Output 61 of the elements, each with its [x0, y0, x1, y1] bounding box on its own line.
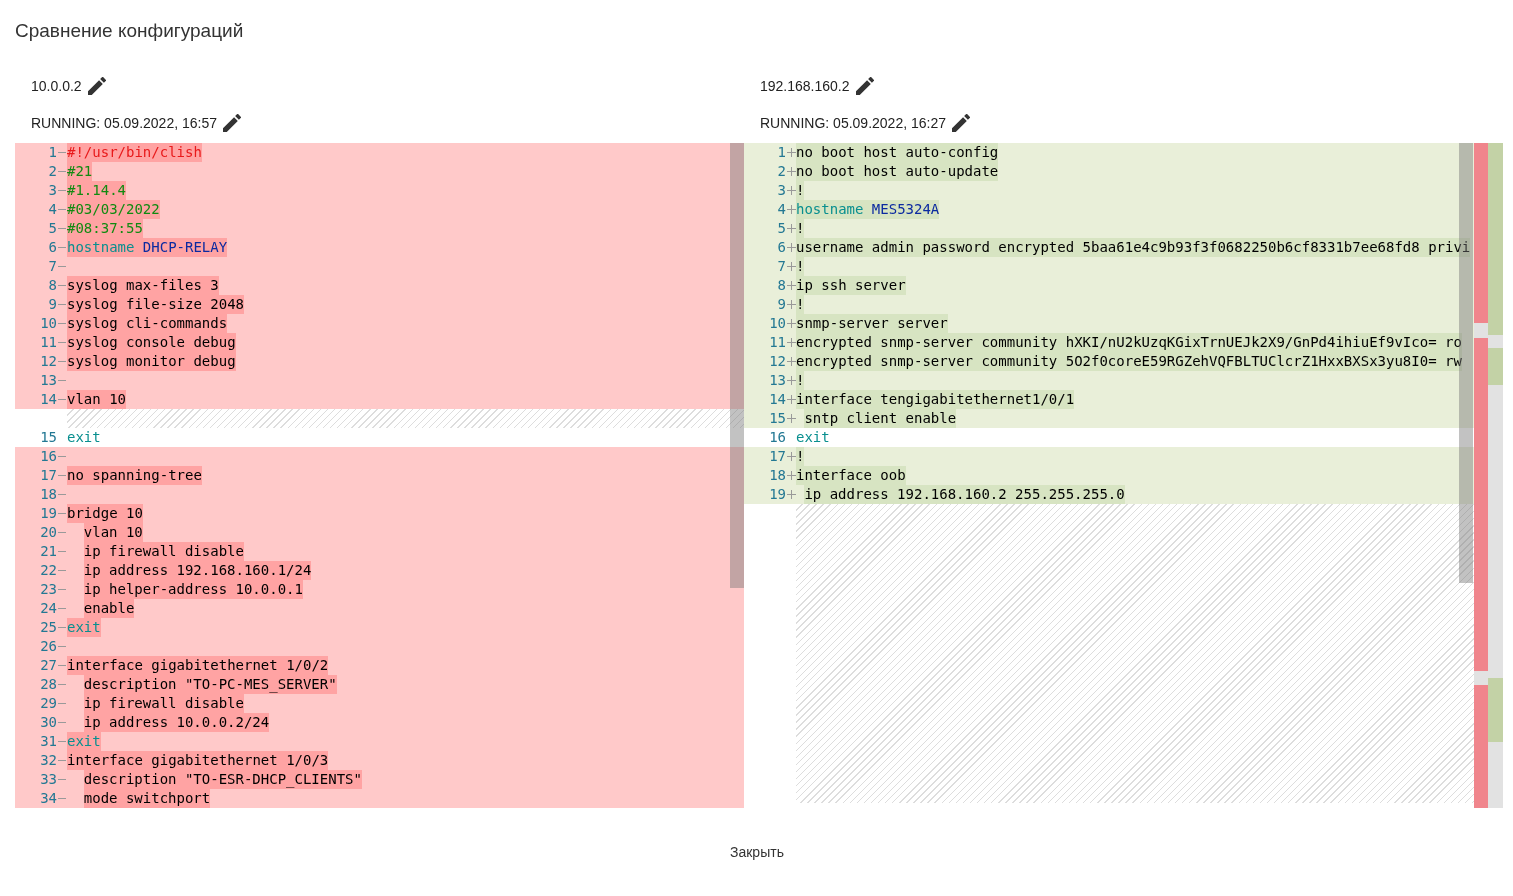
- line-number: 12: [39, 353, 57, 370]
- line-number: 5: [47, 220, 57, 237]
- line-number: 13: [39, 372, 57, 389]
- line-number: 15: [768, 410, 786, 427]
- line-number: 9: [776, 296, 786, 313]
- line-number: 3: [47, 182, 57, 199]
- line-number: 27: [39, 657, 57, 674]
- line-number: 20: [39, 524, 57, 541]
- line-number: 10: [39, 315, 57, 332]
- line-number: 2: [47, 163, 57, 180]
- line-number: 14: [768, 391, 786, 408]
- line-number: 11: [768, 334, 786, 351]
- line-number: 9: [47, 296, 57, 313]
- config-version-label: RUNNING: 05.09.2022, 16:57: [31, 115, 217, 131]
- line-number: 30: [39, 714, 57, 731]
- line-number: 1: [47, 144, 57, 161]
- line-number: 4: [47, 201, 57, 218]
- config-version-label: RUNNING: 05.09.2022, 16:27: [760, 115, 946, 131]
- line-number: 8: [47, 277, 57, 294]
- code-line: exit: [67, 428, 101, 447]
- line-number: 11: [39, 334, 57, 351]
- line-number: 29: [39, 695, 57, 712]
- line-number: 28: [39, 676, 57, 693]
- line-number: 13: [768, 372, 786, 389]
- line-number: 14: [39, 391, 57, 408]
- line-number: 6: [47, 239, 57, 256]
- line-number: 34: [39, 790, 57, 807]
- line-number: 32: [39, 752, 57, 769]
- line-number: 3: [776, 182, 786, 199]
- line-number: 4: [776, 201, 786, 218]
- line-number: 16: [39, 448, 57, 465]
- dialog-title: Сравнение конфигураций: [15, 20, 244, 42]
- code-line: exit: [796, 428, 830, 447]
- line-number: 17: [39, 467, 57, 484]
- line-number: 18: [768, 467, 786, 484]
- line-number: 22: [39, 562, 57, 579]
- line-number: 17: [768, 448, 786, 465]
- line-number: 31: [39, 733, 57, 750]
- line-number: 23: [39, 581, 57, 598]
- line-number: 19: [39, 505, 57, 522]
- line-number: 18: [39, 486, 57, 503]
- line-number: 6: [776, 239, 786, 256]
- line-number: 1: [776, 144, 786, 161]
- line-number: 25: [39, 619, 57, 636]
- line-number: 26: [39, 638, 57, 655]
- line-number: 33: [39, 771, 57, 788]
- close-button: Закрыть: [720, 838, 794, 866]
- line-number: 16: [768, 429, 786, 446]
- line-number: 15: [39, 429, 57, 446]
- line-number: 19: [768, 486, 786, 503]
- device-address-label: 192.168.160.2: [760, 78, 850, 94]
- line-number: 5: [776, 220, 786, 237]
- line-number: 21: [39, 543, 57, 560]
- line-number: 2: [776, 163, 786, 180]
- line-number: 7: [47, 258, 57, 275]
- line-number: 7: [776, 258, 786, 275]
- device-address-label: 10.0.0.2: [31, 78, 82, 94]
- line-number: 12: [768, 353, 786, 370]
- line-number: 10: [768, 315, 786, 332]
- line-number: 8: [776, 277, 786, 294]
- line-number: 24: [39, 600, 57, 617]
